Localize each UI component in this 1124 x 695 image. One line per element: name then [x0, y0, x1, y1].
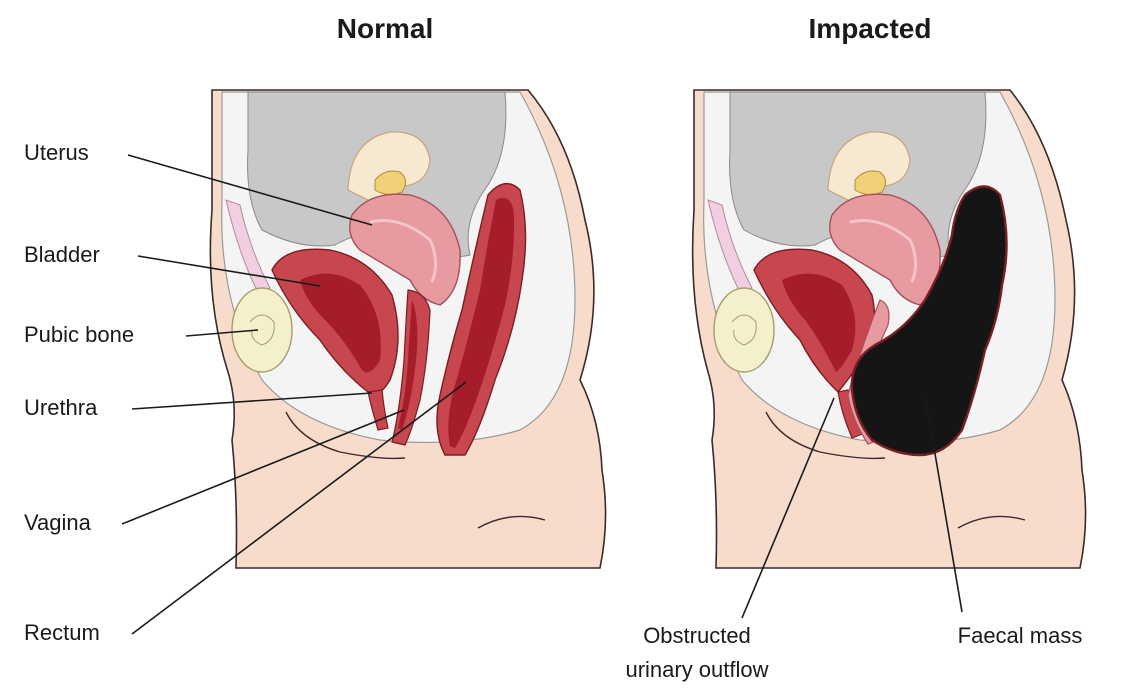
label-rectum: Rectum: [24, 620, 100, 645]
label-obstructed-line2: urinary outflow: [625, 657, 768, 682]
impacted-panel-title: Impacted: [809, 13, 932, 44]
label-pubic-bone: Pubic bone: [24, 322, 134, 347]
impacted-pelvis-illustration: [693, 90, 1086, 568]
impacted-pubic-bone: [714, 288, 774, 372]
label-faecal-mass: Faecal mass: [958, 623, 1083, 648]
label-urethra: Urethra: [24, 395, 98, 420]
label-bladder: Bladder: [24, 242, 100, 267]
normal-panel-title: Normal: [337, 13, 433, 44]
normal-pubic-bone: [232, 288, 292, 372]
normal-pelvis-illustration: [210, 90, 605, 568]
label-obstructed-line1: Obstructed: [643, 623, 751, 648]
label-vagina: Vagina: [24, 510, 92, 535]
label-uterus: Uterus: [24, 140, 89, 165]
